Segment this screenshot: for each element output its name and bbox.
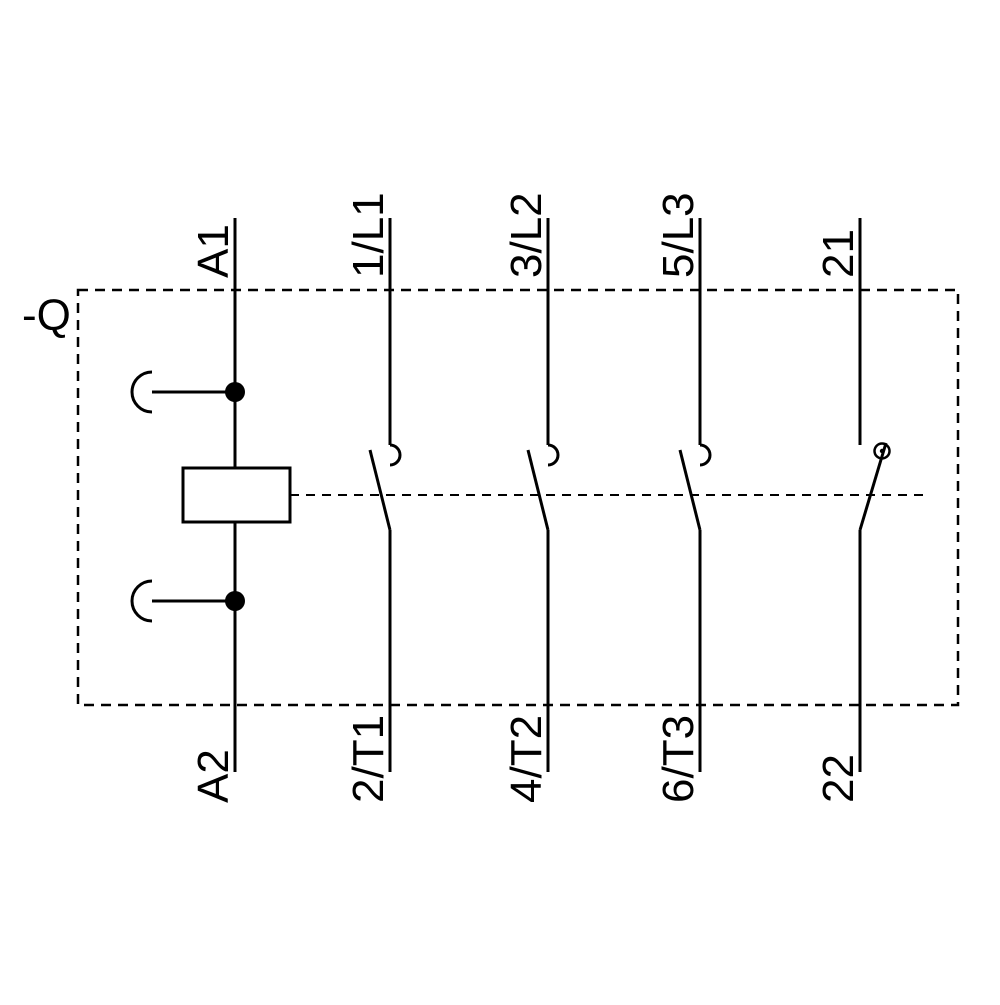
terminal-label-22: 22 xyxy=(814,754,863,803)
terminal-label-3l2: 3/L2 xyxy=(502,192,551,278)
terminal-label-5l3: 5/L3 xyxy=(654,192,703,278)
terminal-label-2t1: 2/T1 xyxy=(344,715,393,803)
aux-fixed-contact-circle xyxy=(873,442,891,460)
device-designation-label: -Q xyxy=(22,291,71,340)
plug-connection-top-icon xyxy=(130,370,153,414)
pole1-fixed-contact-arc xyxy=(389,443,402,467)
enclosure-border xyxy=(76,288,960,707)
terminal-label-4t2: 4/T2 xyxy=(502,715,551,803)
aux-contact-branch: 21 22 xyxy=(814,218,891,803)
plug-connection-bottom-icon xyxy=(130,579,153,623)
terminal-label-21: 21 xyxy=(814,229,863,278)
aux-fixed-contact-dot xyxy=(879,448,885,454)
pole3-fixed-contact-arc xyxy=(699,443,712,467)
terminal-label-a2: A2 xyxy=(189,749,238,803)
terminal-label-1l1: 1/L1 xyxy=(344,192,393,278)
pole2-moving-contact xyxy=(526,449,550,531)
main-pole-1: 1/L1 2/T1 xyxy=(344,192,402,803)
main-pole-3: 5/L3 6/T3 xyxy=(654,192,712,803)
terminal-label-a1: A1 xyxy=(189,224,238,278)
aux-moving-contact xyxy=(858,442,888,531)
main-pole-2: 3/L2 4/T2 xyxy=(502,192,560,803)
terminal-label-6t3: 6/T3 xyxy=(654,715,703,803)
coil-symbol xyxy=(181,466,292,524)
pole3-moving-contact xyxy=(678,449,702,531)
coil-branch: A1 A2 xyxy=(130,218,292,803)
pole1-moving-contact xyxy=(368,449,392,531)
pole2-fixed-contact-arc xyxy=(547,443,560,467)
